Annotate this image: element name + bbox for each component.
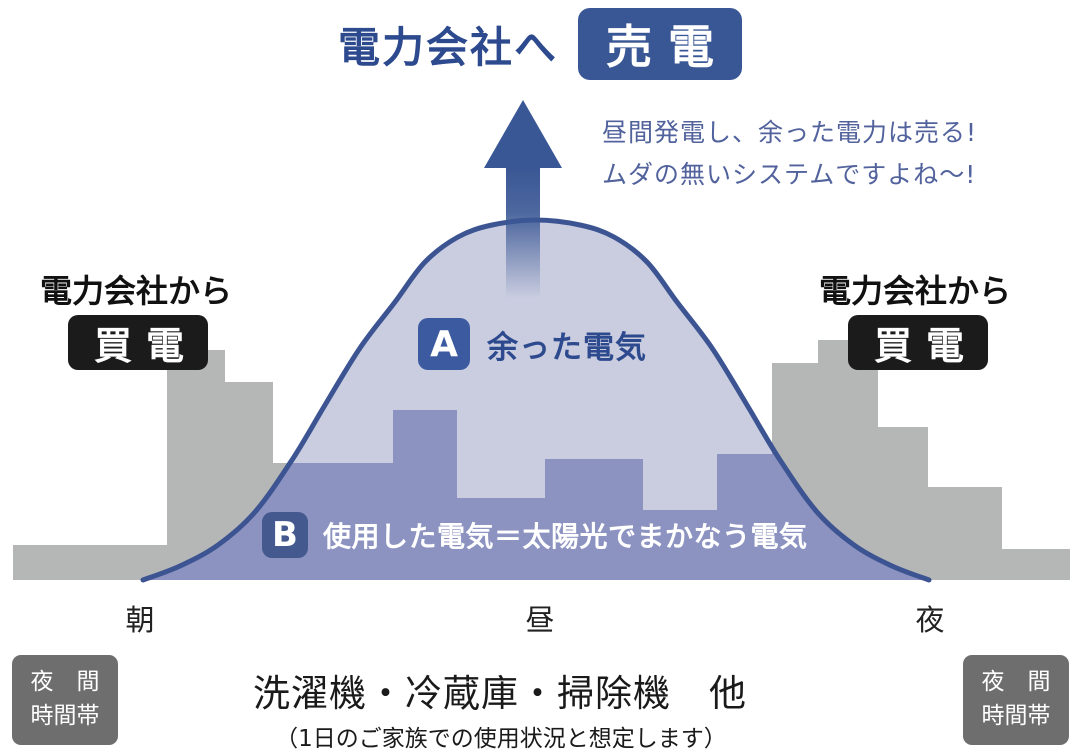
buy-label-left: 電力会社から (39, 272, 232, 310)
annotation-line-1: 昼間発電し、余った電力は売る! (602, 118, 978, 147)
buy-badge-left: 買電 (68, 315, 208, 370)
axis-label-noon: 昼 (525, 603, 555, 637)
title-text: 電力会社へ (337, 22, 558, 72)
annotation-text: 昼間発電し、余った電力は売る! ムダの無いシステムですよね～! (602, 112, 977, 196)
annotation-line-2: ムダの無いシステムですよね～! (602, 160, 977, 189)
usage-assumption-note: （1日のご家族での使用状況と想定します） (275, 726, 727, 752)
axis-label-morning: 朝 (125, 603, 155, 637)
night-box-line-1: 夜 間 (981, 669, 1051, 695)
label-b-group: B 使用した電気＝太陽光でまかなう電気 (262, 512, 808, 558)
diagram-title: 電力会社へ 売電 (0, 6, 1080, 82)
night-time-box-right: 夜 間 時間帯 (963, 655, 1069, 745)
axis-label-night: 夜 (915, 603, 945, 637)
night-time-box-left: 夜 間 時間帯 (12, 655, 118, 745)
label-a-text: 余った電気 (487, 329, 647, 366)
night-box-line-2: 時間帯 (981, 703, 1051, 729)
label-a-group: A 余った電気 (418, 318, 647, 370)
up-arrow-shaft-icon (506, 166, 540, 298)
up-arrow-head-icon (484, 100, 562, 168)
label-b-key: B (262, 512, 308, 558)
sell-badge: 売電 (578, 8, 742, 80)
night-box-line-2: 時間帯 (30, 703, 100, 729)
night-box-line-1: 夜 間 (30, 669, 100, 695)
appliance-list-text: 洗濯機・冷蔵庫・掃除機 他 (253, 672, 747, 715)
buy-label-right: 電力会社から (818, 272, 1011, 310)
label-a-key: A (418, 318, 470, 370)
buy-badge-right: 買電 (848, 315, 988, 370)
label-b-text: 使用した電気＝太陽光でまかなう電気 (323, 520, 808, 553)
